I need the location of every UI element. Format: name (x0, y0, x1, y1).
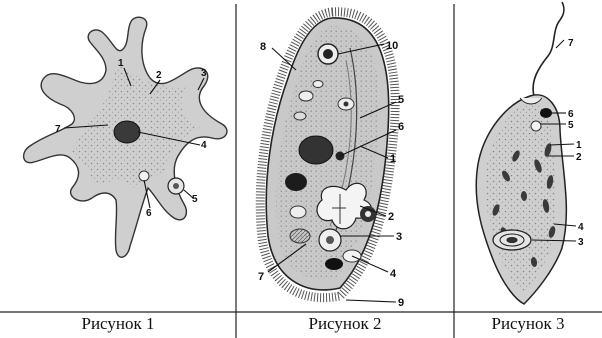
caption-figure-3: Рисунок 3 (454, 312, 602, 336)
paramecium-label-8: 8 (260, 41, 266, 53)
paramecium-label-10: 10 (386, 40, 398, 52)
paramecium-label-1: 1 (390, 153, 396, 165)
paramecium-label-3: 3 (396, 231, 402, 243)
euglena-flagellum (533, 2, 564, 96)
amoeba-label-4: 4 (201, 140, 207, 151)
amoeba-label-7: 7 (55, 124, 61, 135)
paramecium-label-5: 5 (398, 94, 404, 106)
euglena-eyespot (540, 108, 552, 118)
euglena-label-7: 7 (568, 38, 574, 49)
euglena-label-2: 2 (576, 152, 582, 163)
paramecium-label-6: 6 (398, 121, 404, 133)
euglena-drawing (476, 2, 576, 304)
paramecium-label-4: 4 (390, 268, 397, 280)
amoeba-label-3: 3 (201, 68, 207, 79)
caption-figure-2: Рисунок 2 (236, 312, 454, 336)
amoeba-label-2: 2 (156, 70, 162, 81)
amoeba-drawing (24, 17, 227, 257)
amoeba-contractile-vacuole (139, 171, 149, 181)
euglena-label-4: 4 (578, 222, 584, 233)
amoeba-label-1: 1 (118, 58, 124, 69)
paramecium-drawing (260, 12, 396, 302)
euglena-nucleus (493, 230, 531, 250)
euglena-labels: 7 6 5 1 2 4 3 (568, 38, 584, 248)
paramecium-macronucleus (299, 136, 333, 164)
euglena-contractile-vacuole (531, 121, 541, 131)
amoeba-label-5: 5 (192, 194, 198, 205)
euglena-label-5: 5 (568, 120, 574, 131)
euglena-label-6: 6 (568, 109, 574, 120)
paramecium-label-7: 7 (258, 271, 264, 283)
euglena-label-3: 3 (578, 237, 584, 248)
amoeba-nucleus (114, 121, 140, 143)
caption-figure-1: Рисунок 1 (0, 312, 236, 336)
paramecium-label-9: 9 (398, 297, 404, 309)
euglena-label-1: 1 (576, 140, 582, 151)
amoeba-label-6: 6 (146, 208, 152, 219)
paramecium-label-2: 2 (388, 211, 394, 223)
